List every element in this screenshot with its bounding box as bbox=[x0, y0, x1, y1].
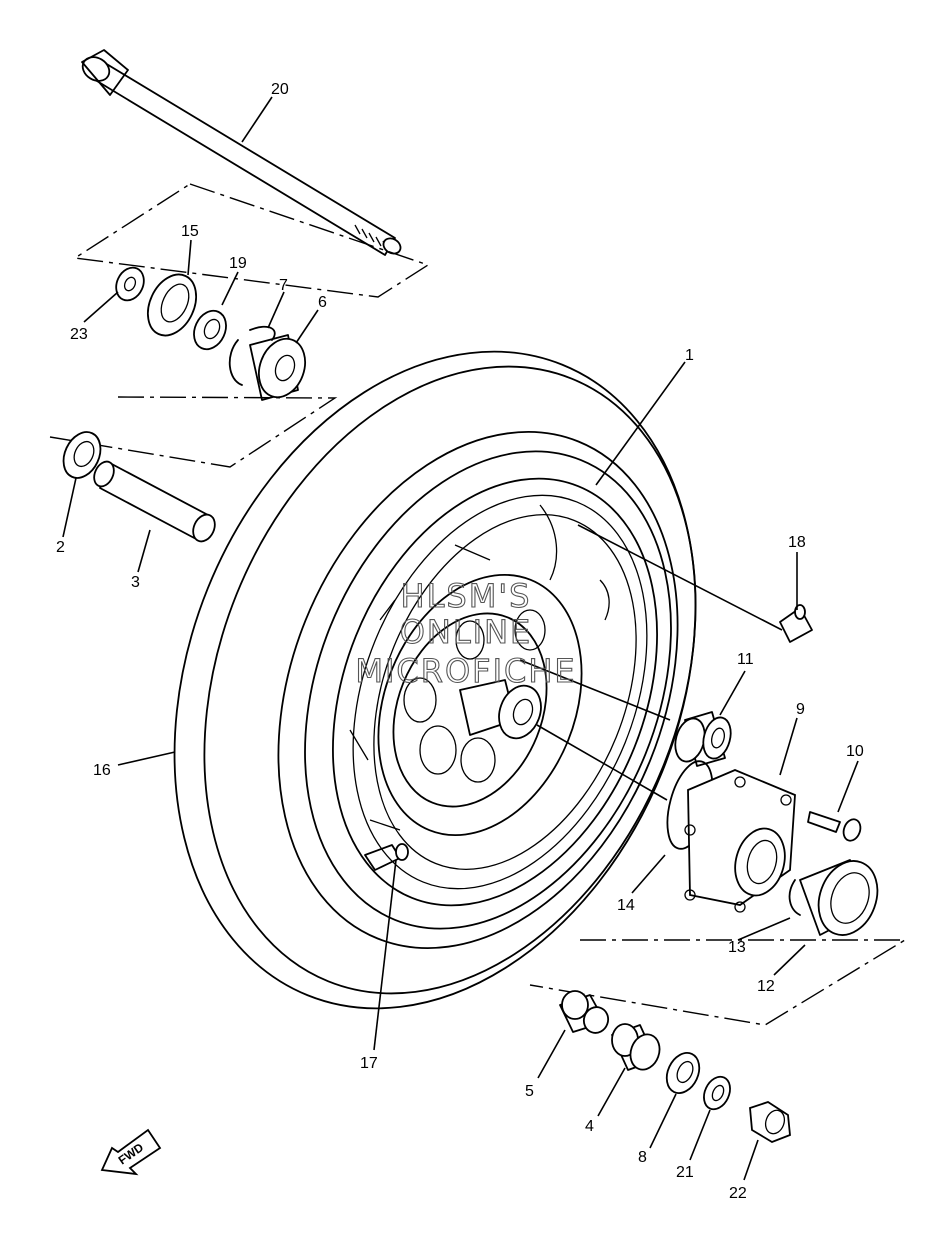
clutch-hub-9 bbox=[684, 769, 796, 913]
oil-seal-15 bbox=[147, 273, 197, 337]
callout-1: 1 bbox=[685, 347, 694, 364]
watermark-line-3: MICROFICHE bbox=[355, 652, 576, 690]
forward-arrow-icon: FWD bbox=[100, 1128, 162, 1176]
watermark-line-2: ONLINE bbox=[400, 613, 533, 651]
axle bbox=[81, 49, 402, 256]
callout-3: 3 bbox=[131, 574, 140, 591]
bearing-6 bbox=[249, 334, 306, 401]
callout-15: 15 bbox=[181, 223, 199, 240]
washer-23 bbox=[115, 266, 145, 302]
callout-16: 16 bbox=[93, 762, 111, 779]
callout-20: 20 bbox=[271, 81, 289, 98]
leader-lines bbox=[62, 96, 859, 1181]
cotter-pin-18 bbox=[779, 604, 813, 643]
washer-21 bbox=[703, 1075, 731, 1111]
callout-21: 21 bbox=[676, 1164, 694, 1181]
callout-18: 18 bbox=[788, 534, 806, 551]
nut-22 bbox=[749, 1101, 791, 1143]
oil-seal-2 bbox=[62, 431, 102, 479]
callout-labels: 20 15 19 7 6 23 1 2 3 18 11 9 10 16 14 1… bbox=[56, 81, 864, 1202]
callout-22: 22 bbox=[729, 1185, 747, 1202]
collar-19 bbox=[193, 309, 227, 351]
callout-4: 4 bbox=[585, 1118, 594, 1135]
callout-19: 19 bbox=[229, 255, 247, 272]
callout-10: 10 bbox=[846, 743, 864, 760]
callout-17: 17 bbox=[360, 1055, 378, 1072]
collar-5 bbox=[559, 990, 610, 1034]
callout-7: 7 bbox=[279, 277, 288, 294]
callout-2: 2 bbox=[56, 539, 65, 556]
watermark: HLSM'S ONLINE MICROFICHE bbox=[355, 576, 576, 690]
callout-23: 23 bbox=[70, 326, 88, 343]
callout-12: 12 bbox=[757, 978, 775, 995]
oil-seal-12 bbox=[799, 859, 879, 936]
bolt-10 bbox=[807, 811, 862, 842]
callout-13: 13 bbox=[728, 939, 746, 956]
wheel-and-tire bbox=[173, 350, 697, 1010]
circlip-13 bbox=[788, 879, 801, 916]
callout-14: 14 bbox=[617, 897, 635, 914]
callout-8: 8 bbox=[638, 1149, 647, 1166]
bearing-4 bbox=[611, 1023, 661, 1071]
watermark-line-1: HLSM'S bbox=[401, 577, 532, 615]
spacer-3 bbox=[93, 460, 216, 543]
callout-11: 11 bbox=[737, 651, 754, 668]
callout-9: 9 bbox=[796, 701, 805, 718]
oil-seal-8 bbox=[665, 1052, 701, 1094]
collar-11 bbox=[674, 711, 732, 767]
callout-5: 5 bbox=[525, 1083, 534, 1100]
callout-6: 6 bbox=[318, 294, 327, 311]
circlip-7 bbox=[228, 325, 276, 386]
